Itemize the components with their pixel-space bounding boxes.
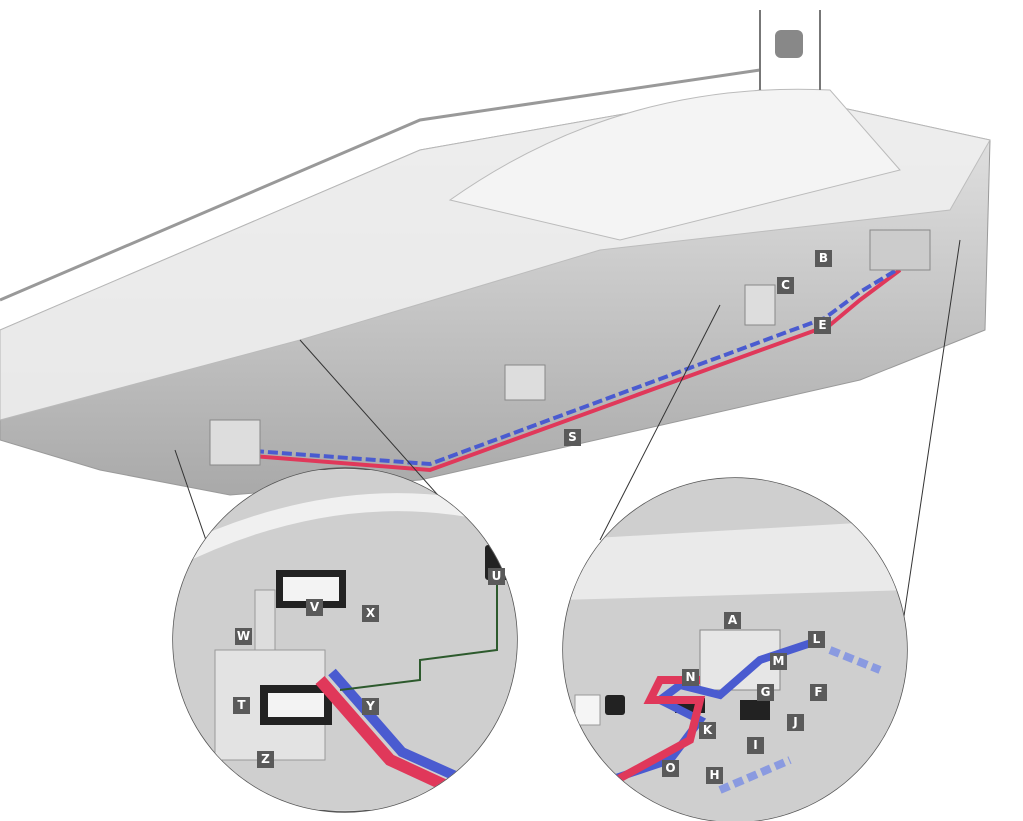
label-f: F — [810, 684, 827, 701]
label-w: W — [235, 628, 252, 645]
label-k: K — [699, 722, 716, 739]
label-x: X — [362, 605, 379, 622]
label-v: V — [306, 599, 323, 616]
boat-cockpit — [448, 88, 901, 241]
label-s: S — [564, 429, 581, 446]
label-i: I — [747, 737, 764, 754]
label-a: A — [724, 612, 741, 629]
label-h: H — [706, 767, 723, 784]
label-n: N — [682, 669, 699, 686]
label-l: L — [808, 631, 825, 648]
label-c: C — [777, 277, 794, 294]
label-j: J — [787, 714, 804, 731]
label-m: M — [770, 653, 787, 670]
label-g: G — [757, 684, 774, 701]
boat-rail — [0, 68, 761, 302]
label-e: E — [814, 317, 831, 334]
label-t: T — [233, 697, 250, 714]
label-o: O — [662, 760, 679, 777]
label-z: Z — [257, 751, 274, 768]
label-u: U — [488, 568, 505, 585]
label-b: B — [815, 250, 832, 267]
label-y: Y — [362, 698, 379, 715]
